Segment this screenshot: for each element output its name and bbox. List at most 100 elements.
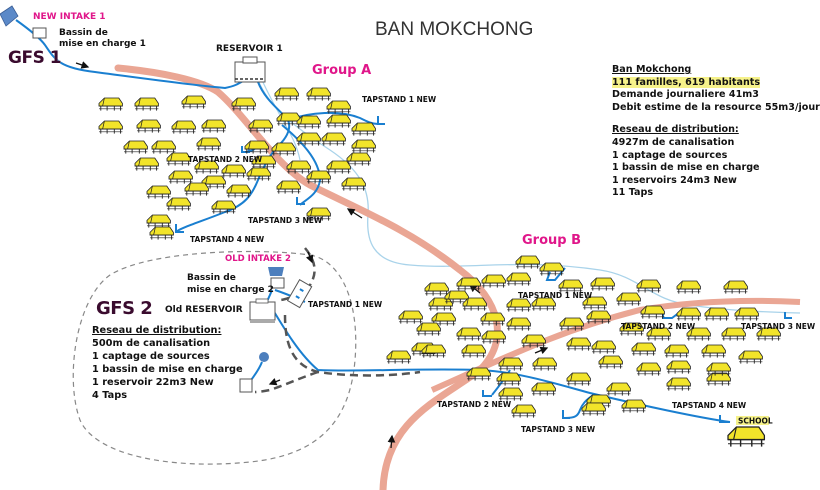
population-text: 111 familles, 619 habitants (612, 76, 761, 88)
house-icon (166, 197, 191, 212)
pipe-tapstand-b-lower2 (491, 369, 511, 396)
house-icon (211, 200, 236, 215)
school-label-bg (736, 416, 769, 425)
tapstand-a4-label: TAPSTAND 4 NEW (190, 235, 265, 244)
house-icon (532, 357, 557, 372)
gfs2-network-item: 1 reservoir 22m3 New (92, 377, 214, 388)
house-icon (676, 307, 701, 322)
house-icon (246, 167, 271, 182)
gfs2-network-item: 1 bassin de mise en charge (92, 364, 243, 375)
house-icon (201, 119, 226, 134)
bassin-1-icon (32, 27, 47, 39)
house-icon (386, 350, 411, 365)
house-icon (515, 255, 540, 270)
house-icon (590, 277, 615, 292)
house-icon (146, 214, 171, 229)
old-pipe-dashed-1 (279, 247, 316, 302)
house-icon (506, 272, 531, 287)
house-icon (398, 310, 423, 325)
house-icon (248, 119, 273, 134)
flow-text: Debit estime de la resource 55m3/jour (612, 101, 820, 113)
house-icon (566, 337, 591, 352)
house-icon (598, 355, 623, 370)
house-icon (286, 160, 311, 175)
demand-text: Demande journaliere 41m3 (612, 89, 759, 101)
house-icon (664, 344, 689, 359)
school-label: SCHOOL (738, 417, 773, 426)
house-icon (591, 340, 616, 355)
network-item: 1 captage de sources (612, 149, 728, 161)
house-icon (738, 350, 763, 365)
network-item: 1 bassin de mise en charge (612, 162, 760, 174)
house-icon (134, 157, 159, 172)
gfs2-network-item: 500m de canalisation (92, 338, 211, 349)
house-icon (636, 279, 661, 294)
reservoir-1-label: RESERVOIR 1 (216, 44, 283, 54)
network-item: 4927m de canalisation (612, 136, 735, 148)
house-icon (498, 387, 523, 402)
old-pipe-dashed-2 (283, 314, 421, 377)
tapstand-gfs2-icon (286, 279, 313, 309)
tapstand-a1-label: TAPSTAND 1 NEW (362, 95, 437, 104)
house-icon (149, 226, 174, 241)
house-icon (496, 372, 521, 387)
tapstand-gfs2-1-label: TAPSTAND 1 NEW (308, 300, 383, 309)
house-icon (456, 277, 481, 292)
map-title: BAN MOKCHONG (375, 19, 533, 40)
tapstand-a3-label: TAPSTAND 3 NEW (248, 216, 323, 225)
bassin-1-label-line1: Bassin de (59, 28, 108, 38)
house-icon (466, 367, 491, 382)
house-icon (506, 298, 531, 313)
reservoir-1-icon (234, 56, 266, 83)
house-icon (134, 97, 159, 112)
house-icon (521, 334, 546, 349)
house-icon (428, 297, 453, 312)
house-icon (146, 185, 171, 200)
bassin-2-icon (270, 277, 285, 289)
house-icon (559, 317, 584, 332)
house-icon (296, 132, 321, 147)
stream-branch (261, 79, 301, 161)
old-intake-2-label: OLD INTAKE 2 (225, 254, 291, 264)
house-icon (171, 120, 196, 135)
house-icon (666, 377, 691, 392)
tapstand-b3-label: TAPSTAND 3 NEW (741, 322, 816, 331)
house-icon (706, 372, 731, 387)
house-icon (341, 177, 366, 192)
house-icon (424, 282, 449, 297)
house-icon (706, 362, 731, 377)
network-item: 11 Taps (612, 187, 654, 199)
house-icon (701, 344, 726, 359)
house-icon (184, 182, 209, 197)
house-icon (621, 399, 646, 414)
house-icon (636, 362, 661, 377)
tapstand-b4-label: TAPSTAND 4 NEW (672, 401, 747, 410)
house-icon (98, 120, 123, 135)
house-icon (181, 95, 206, 110)
house-icon (296, 115, 321, 130)
old-pipe-dashed-3 (254, 370, 319, 394)
tapstand-a2-label: TAPSTAND 2 NEW (188, 155, 263, 164)
village-info-panel: Ban Mokchong 111 familles, 619 habitants… (612, 64, 820, 200)
spring-gfs2-icon (259, 352, 269, 362)
bassin-2-label-line2: mise en charge 2 (187, 285, 274, 295)
house-icon (326, 160, 351, 175)
gfs2-label: GFS 2 (96, 298, 153, 319)
house-icon (351, 139, 376, 154)
tapstand-lower2-label: TAPSTAND 2 NEW (437, 400, 512, 409)
house-icon (539, 262, 564, 277)
network-item: 1 reservoirs 24m3 New (612, 174, 737, 186)
group-a-label: Group A (312, 63, 371, 78)
storage-box-gfs2-icon (239, 378, 253, 393)
house-icon (481, 274, 506, 289)
house-icon (276, 180, 301, 195)
house-icon (221, 164, 246, 179)
group-b-label: Group B (522, 233, 581, 248)
pipe-tapstand-a1 (287, 111, 379, 125)
gfs2-boundary (72, 250, 357, 465)
house-icon (416, 322, 441, 337)
house-icon (168, 170, 193, 185)
house-icon (456, 327, 481, 342)
tapstand-lower3-label: TAPSTAND 3 NEW (521, 425, 596, 434)
house-icon (462, 297, 487, 312)
